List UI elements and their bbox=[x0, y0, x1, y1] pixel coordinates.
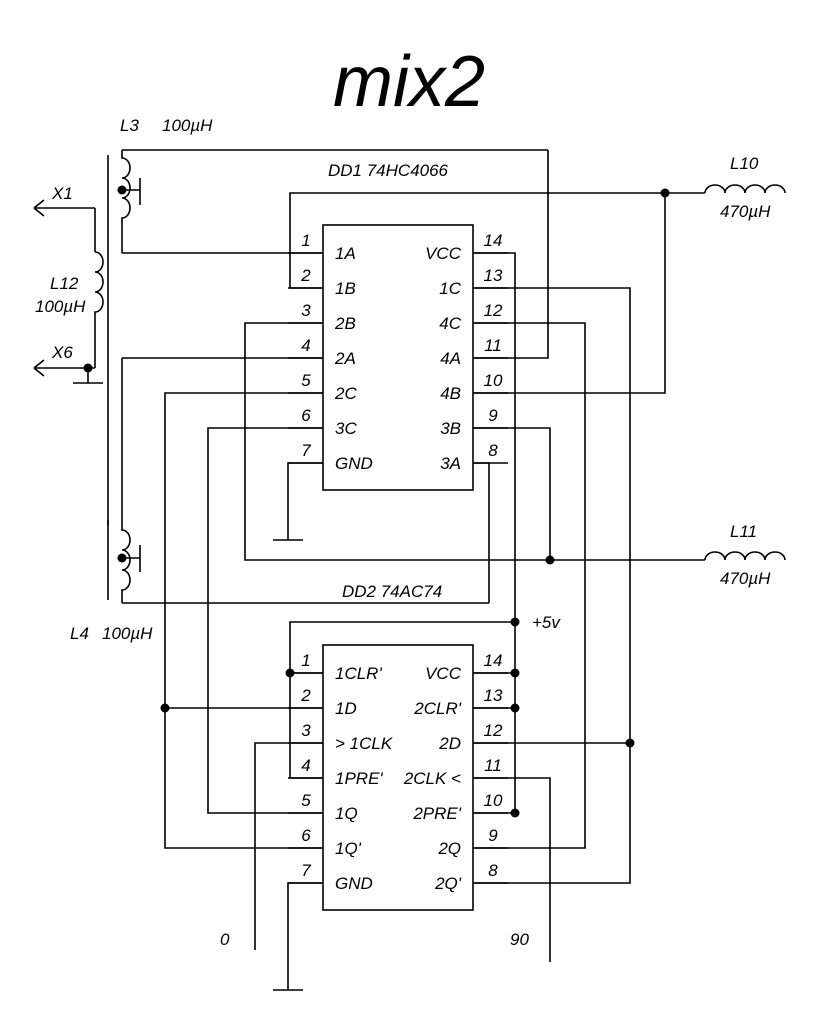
dd1-pin-number: 9 bbox=[488, 406, 498, 425]
dd1-pin-number: 14 bbox=[484, 231, 503, 250]
clock-0-label: 0 bbox=[220, 930, 230, 949]
dd2-pin-name: 1CLR' bbox=[335, 664, 382, 683]
dd2-pin-number: 4 bbox=[301, 756, 310, 775]
l12-value: 100µH bbox=[35, 297, 86, 316]
dd2-pin-number: 10 bbox=[484, 791, 503, 810]
dd2-pin-name: 2D bbox=[438, 734, 461, 753]
inductor-l10: L10 470µH bbox=[704, 154, 786, 221]
dd2-pin-number: 2 bbox=[300, 686, 311, 705]
dd2-pin-number: 8 bbox=[488, 861, 498, 880]
dd1-pin-name: 2A bbox=[334, 349, 356, 368]
dd1-pin-number: 7 bbox=[301, 441, 311, 460]
dd2-pin-name: 2CLR' bbox=[413, 699, 461, 718]
dd1-label: DD1 74HC4066 bbox=[328, 161, 449, 180]
dd1-pin-name: 3A bbox=[440, 454, 461, 473]
dd1-pin-number: 11 bbox=[484, 336, 502, 355]
dd1-pin-name: 3C bbox=[335, 419, 357, 438]
transformer-l4: L4 100µH bbox=[70, 357, 489, 643]
dd1-pin-number: 12 bbox=[484, 301, 503, 320]
l10-ref: L10 bbox=[730, 154, 759, 173]
supply-label: +5v bbox=[532, 613, 561, 632]
dd2-pin-number: 11 bbox=[484, 756, 502, 775]
diagram-title: mix2 bbox=[333, 42, 485, 122]
dd2-pin-number: 14 bbox=[484, 651, 503, 670]
l4-value: 100µH bbox=[102, 624, 153, 643]
dd1-pin-number: 2 bbox=[300, 266, 311, 285]
dd1-pin-name: 2B bbox=[334, 314, 356, 333]
dd1-pin-number: 5 bbox=[301, 371, 311, 390]
l12-ref: L12 bbox=[50, 274, 79, 293]
dd1-pin-name: 4C bbox=[439, 314, 461, 333]
l3-ref: L3 bbox=[120, 116, 139, 135]
dd1-pin-number: 8 bbox=[488, 441, 498, 460]
l11-ref: L11 bbox=[730, 522, 757, 541]
dd2-pin-name: 2Q' bbox=[434, 874, 462, 893]
x6-label: X6 bbox=[51, 343, 73, 362]
dd1-pin-number: 3 bbox=[301, 301, 311, 320]
inductor-l12: X1 X6 L12 100µH bbox=[33, 184, 104, 384]
dd1-pin-number: 1 bbox=[301, 231, 310, 250]
dd2-pin-name: VCC bbox=[425, 664, 462, 683]
dd2-pin-number: 5 bbox=[301, 791, 311, 810]
l4-ref: L4 bbox=[70, 624, 89, 643]
clock-90-label: 90 bbox=[510, 930, 529, 949]
dd1-wiring bbox=[160, 150, 705, 884]
dd2-wiring: +5v 0 90 bbox=[220, 613, 635, 991]
dd1-pin-name: 4B bbox=[440, 384, 461, 403]
dd2-pin-number: 3 bbox=[301, 721, 311, 740]
inductor-l11: L11 470µH bbox=[704, 522, 786, 588]
dd2-pin-name: 1Q' bbox=[335, 839, 362, 858]
l11-value: 470µH bbox=[720, 569, 771, 588]
dd2-pin-number: 12 bbox=[484, 721, 503, 740]
dd2-label: DD2 74AC74 bbox=[342, 582, 442, 601]
dd2-pin-number: 9 bbox=[488, 826, 498, 845]
dd2-pin-name: 2PRE' bbox=[412, 804, 461, 823]
dd2-pin-number: 1 bbox=[301, 651, 310, 670]
dd2-pin-name: 2CLK < bbox=[403, 769, 461, 788]
dd2-pin-number: 6 bbox=[301, 826, 311, 845]
dd1-pin-name: VCC bbox=[425, 244, 462, 263]
dd1-pin-number: 13 bbox=[484, 266, 503, 285]
l10-value: 470µH bbox=[720, 202, 771, 221]
dd2-pin-number: 13 bbox=[484, 686, 503, 705]
dd1-pin-number: 6 bbox=[301, 406, 311, 425]
dd2-pin-number: 7 bbox=[301, 861, 311, 880]
dd1-pin-name: GND bbox=[335, 454, 373, 473]
dd2-pin-name: 1Q bbox=[335, 804, 358, 823]
dd1-pin-number: 4 bbox=[301, 336, 310, 355]
dd2-pin-name: 1D bbox=[335, 699, 357, 718]
dd1-pin-name: 4A bbox=[440, 349, 461, 368]
dd1-pin-name: 1B bbox=[335, 279, 356, 298]
dd2-pin-name: 1PRE' bbox=[335, 769, 383, 788]
dd1-pin-name: 2C bbox=[334, 384, 357, 403]
chip-dd2: DD2 74AC74 bbox=[322, 582, 474, 911]
dd1-pin-name: 1A bbox=[335, 244, 356, 263]
dd1-pin-number: 10 bbox=[484, 371, 503, 390]
dd2-pin-name: GND bbox=[335, 874, 373, 893]
dd2-pin-name: 2Q bbox=[437, 839, 461, 858]
x1-label: X1 bbox=[51, 184, 73, 203]
l3-value: 100µH bbox=[162, 116, 213, 135]
dd2-pin-name: > 1CLK bbox=[335, 734, 393, 753]
dd1-pin-name: 1C bbox=[439, 279, 461, 298]
chip-dd1: DD1 74HC4066 bbox=[322, 161, 474, 491]
dd1-pin-name: 3B bbox=[440, 419, 461, 438]
